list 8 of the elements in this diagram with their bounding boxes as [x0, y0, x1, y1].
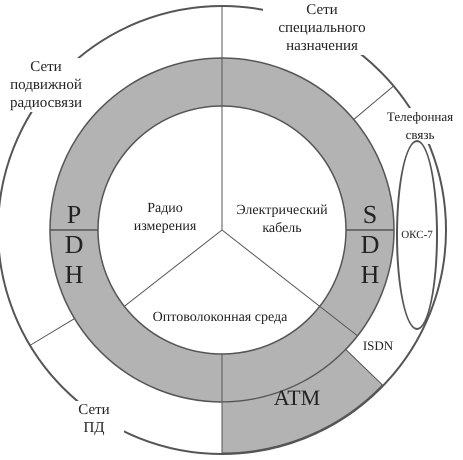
network-label: ОКС-7	[401, 228, 433, 242]
medium-label: Радио измерения	[120, 200, 210, 236]
medium-label: Оптоволоконная среда	[150, 309, 290, 327]
technology-label: PDH	[61, 200, 87, 290]
medium-label: Электрический кабель	[227, 202, 337, 238]
signaling-oval	[396, 140, 438, 330]
technology-label: SDH	[357, 200, 383, 290]
technology-label: ATM	[262, 385, 332, 411]
